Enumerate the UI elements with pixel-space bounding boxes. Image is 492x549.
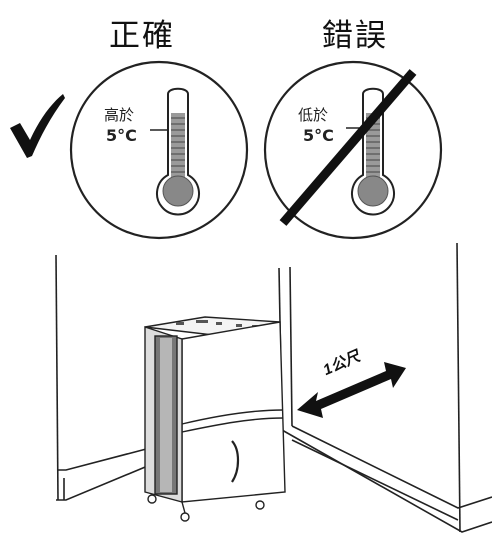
room-illustration xyxy=(55,242,492,533)
right-gauge-temperature: 5°C xyxy=(303,126,334,145)
right-gauge xyxy=(263,60,443,240)
left-gauge-label: 高於 xyxy=(104,106,135,124)
tank-handle xyxy=(231,440,240,483)
checkmark-icon xyxy=(10,94,65,158)
slash-prohibited xyxy=(279,69,417,226)
heading-correct: 正確 xyxy=(109,18,175,54)
thermometer-icon xyxy=(346,87,395,216)
thermometer-icon xyxy=(150,87,200,216)
distance-arrow xyxy=(297,362,406,418)
heading-wrong: 錯誤 xyxy=(322,18,388,54)
dehumidifier xyxy=(144,316,286,522)
left-gauge xyxy=(69,60,249,240)
left-gauge-temperature: 5°C xyxy=(106,126,137,145)
right-gauge-label: 低於 xyxy=(298,106,329,124)
